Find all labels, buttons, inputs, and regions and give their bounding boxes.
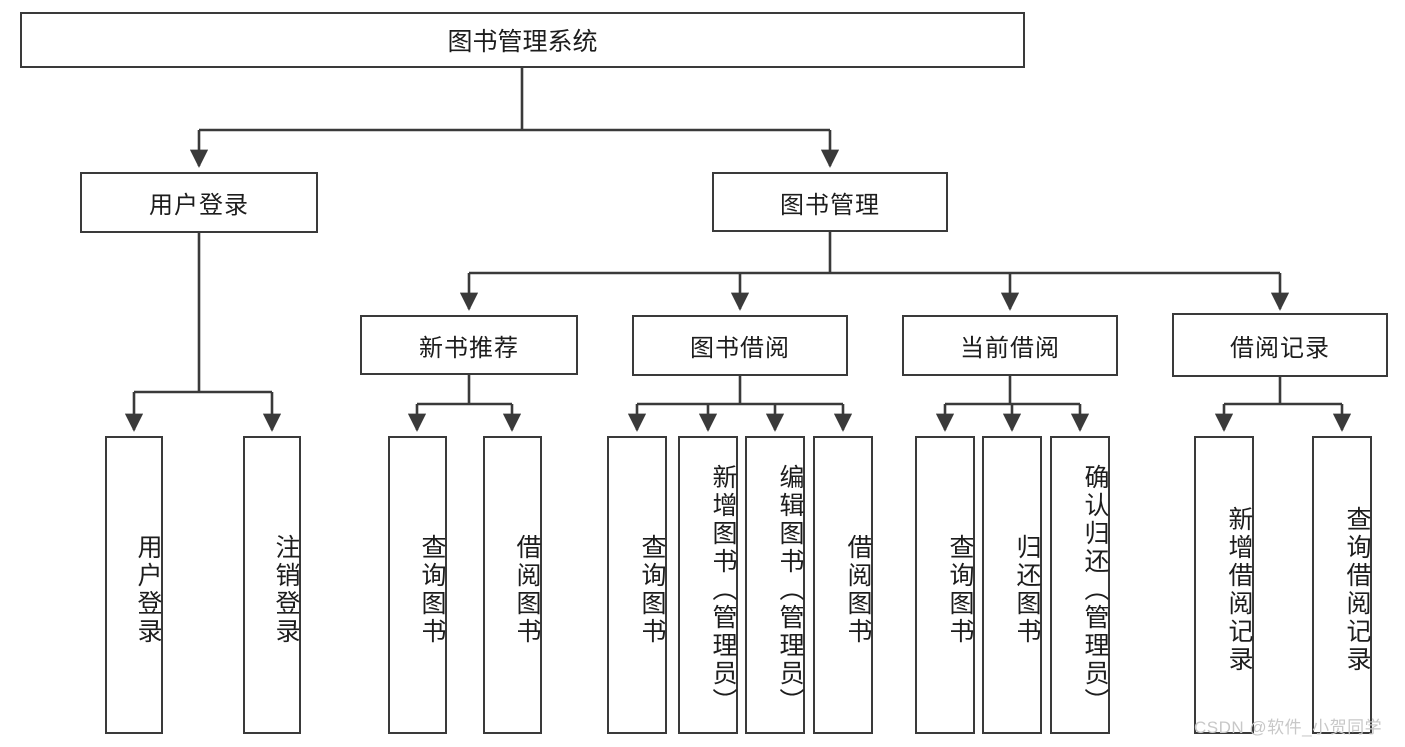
node-leaf-query-book-1-label: 查询图书: [418, 534, 446, 646]
node-leaf-add-record-label: 新增借阅记录: [1225, 506, 1253, 674]
node-book-manage[interactable]: 图书管理: [712, 172, 948, 232]
node-user-login[interactable]: 用户登录: [80, 172, 318, 233]
node-leaf-logout[interactable]: 注销登录: [243, 436, 301, 734]
node-leaf-query-book-3[interactable]: 查询图书: [915, 436, 975, 734]
node-leaf-query-record-label: 查询借阅记录: [1343, 506, 1371, 674]
node-leaf-user-login[interactable]: 用户登录: [105, 436, 163, 734]
node-borrow-record-label: 借阅记录: [1230, 334, 1330, 362]
node-user-login-label: 用户登录: [149, 192, 249, 219]
node-book-borrow-label: 图书借阅: [690, 335, 790, 362]
node-leaf-edit-book-label: 编辑图书（管理员）: [776, 464, 804, 716]
node-leaf-return-book[interactable]: 归还图书: [982, 436, 1042, 734]
node-leaf-user-login-label: 用户登录: [134, 534, 162, 646]
node-leaf-query-book-2-label: 查询图书: [638, 534, 666, 646]
node-new-book-rec[interactable]: 新书推荐: [360, 315, 578, 375]
node-root[interactable]: 图书管理系统: [20, 12, 1025, 68]
node-leaf-logout-label: 注销登录: [272, 534, 300, 646]
node-leaf-confirm-return[interactable]: 确认归还（管理员）: [1050, 436, 1110, 734]
node-borrow-record[interactable]: 借阅记录: [1172, 313, 1388, 377]
node-root-label: 图书管理系统: [447, 28, 598, 56]
node-leaf-query-book-2[interactable]: 查询图书: [607, 436, 667, 734]
watermark: CSDN @软件_小贺同学: [1194, 718, 1383, 737]
node-current-borrow[interactable]: 当前借阅: [902, 315, 1118, 376]
node-leaf-return-book-label: 归还图书: [1013, 534, 1041, 646]
node-leaf-edit-book[interactable]: 编辑图书（管理员）: [745, 436, 805, 734]
node-leaf-add-book[interactable]: 新增图书（管理员）: [678, 436, 738, 734]
node-leaf-borrow-book-1[interactable]: 借阅图书: [483, 436, 542, 734]
node-book-manage-label: 图书管理: [780, 191, 880, 219]
node-book-borrow[interactable]: 图书借阅: [632, 315, 848, 376]
node-leaf-add-book-label: 新增图书（管理员）: [709, 464, 737, 716]
node-new-book-rec-label: 新书推荐: [419, 334, 519, 362]
node-leaf-borrow-book-2[interactable]: 借阅图书: [813, 436, 873, 734]
node-leaf-query-record[interactable]: 查询借阅记录: [1312, 436, 1372, 734]
node-leaf-query-book-1[interactable]: 查询图书: [388, 436, 447, 734]
node-current-borrow-label: 当前借阅: [960, 335, 1060, 362]
node-leaf-borrow-book-1-label: 借阅图书: [513, 534, 541, 646]
node-leaf-borrow-book-2-label: 借阅图书: [844, 534, 872, 646]
node-leaf-query-book-3-label: 查询图书: [946, 534, 974, 646]
node-leaf-add-record[interactable]: 新增借阅记录: [1194, 436, 1254, 734]
node-leaf-confirm-return-label: 确认归还（管理员）: [1081, 464, 1109, 716]
